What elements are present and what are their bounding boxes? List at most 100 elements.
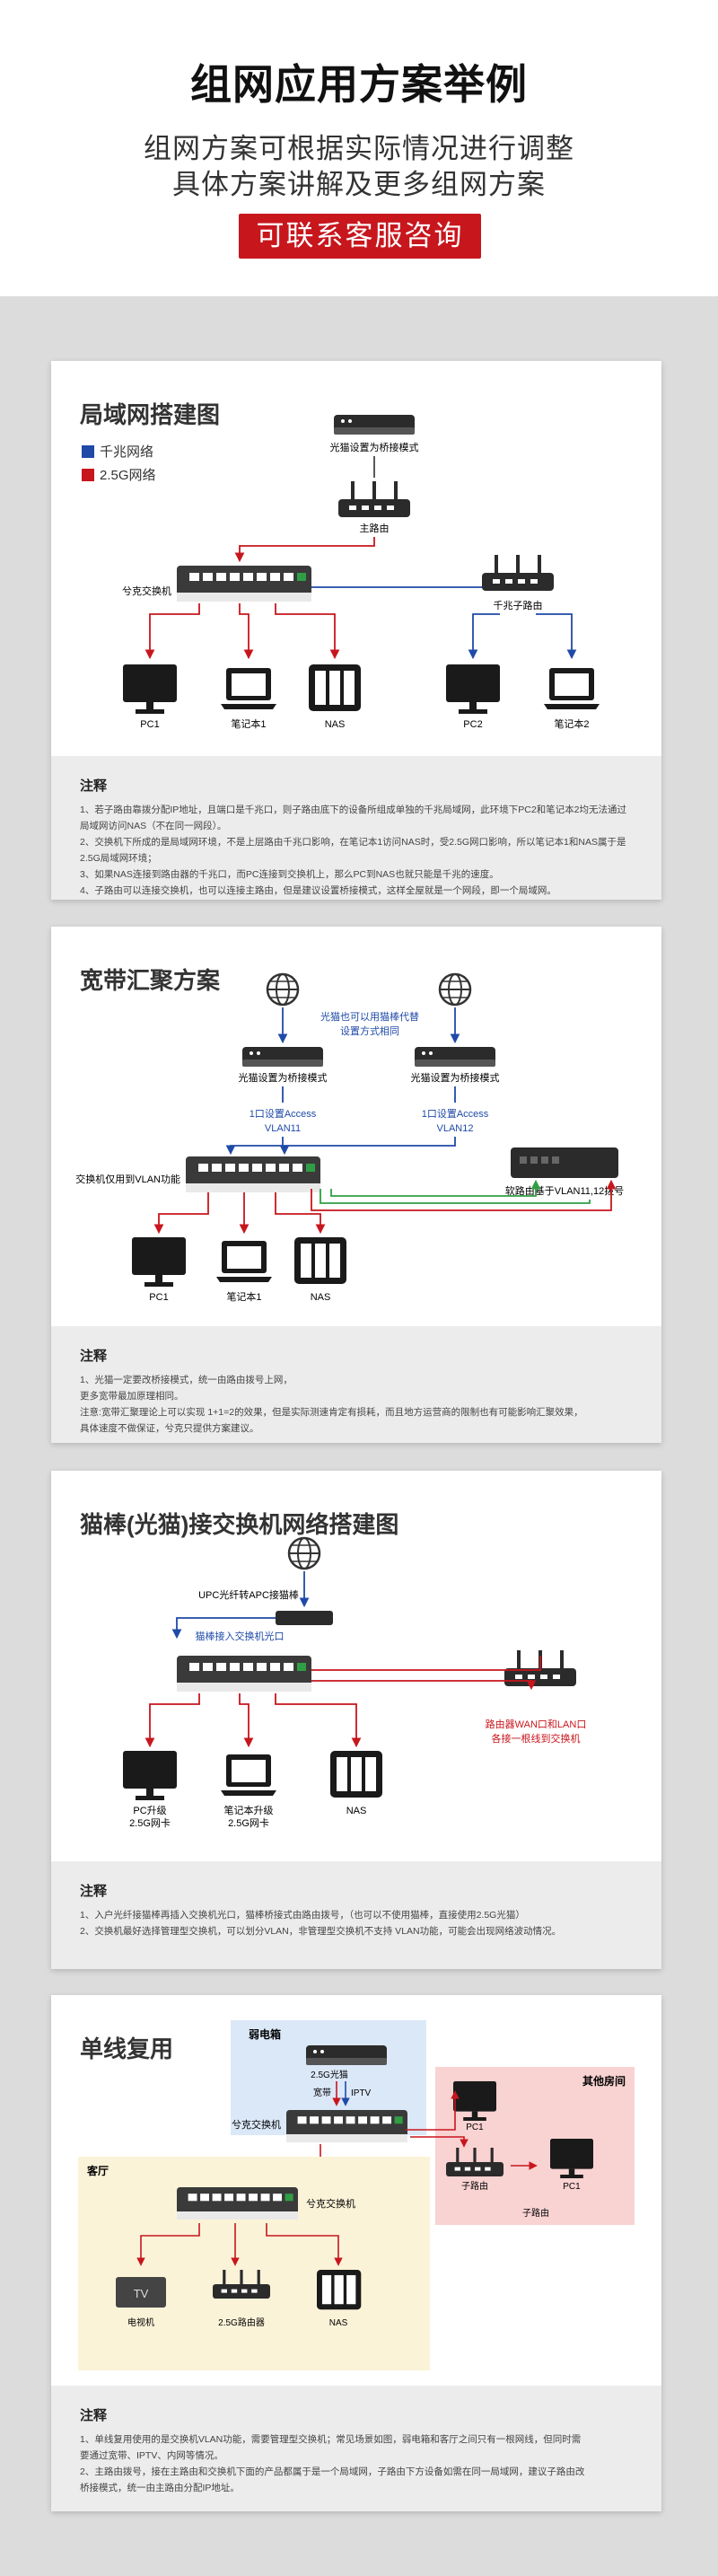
section-title-lan: 局域网搭建图 xyxy=(80,401,221,428)
legend-25g-swatch xyxy=(82,469,94,481)
switch-top-label: 兮克交换机 xyxy=(232,2118,281,2131)
lan-diagram: 千兆网络 2.5G网络 光猫设置为桥接模式 主路由 兮克交换机 千兆子路由 PC… xyxy=(82,415,600,730)
pc1-label: PC1 xyxy=(140,719,159,730)
notes-title: 注释 xyxy=(80,778,108,794)
pc2-label: PC2 xyxy=(463,719,482,730)
pc-label-2: 2.5G网卡 xyxy=(129,1817,171,1829)
pc1-label: PC1 xyxy=(149,1292,168,1303)
stick-icon xyxy=(276,1611,333,1625)
legend-25g: 2.5G网络 xyxy=(100,468,156,483)
pc-icon xyxy=(123,1751,177,1800)
pc-label-1: PC升级 xyxy=(133,1805,166,1816)
broadband-aggregation-card: 宽带汇聚方案 光猫也可以用猫棒代替 设置方式相同 光猫设置为桥接模式 光猫设置为… xyxy=(51,927,661,1443)
pc2-icon xyxy=(446,664,500,714)
note-line: 2、交换机下所成的是局域网环境，不是上层路由千兆口影响，在笔记本1访问NAS时，… xyxy=(80,837,626,864)
nas-icon xyxy=(330,1751,382,1798)
blue-note-2: 设置方式相同 xyxy=(340,1024,399,1037)
link-switch-pc1 xyxy=(153,1192,209,1235)
sub-router-label: 子路由 xyxy=(461,2180,488,2192)
broadband-label: 宽带 xyxy=(313,2087,331,2098)
link-vlan12-switch xyxy=(279,1137,456,1156)
section-title-single-line: 单线复用 xyxy=(80,2035,174,2062)
link-switch-nas xyxy=(275,1693,362,1748)
section-title-broadband: 宽带汇聚方案 xyxy=(80,967,221,994)
switch-top-icon xyxy=(286,2110,407,2142)
link-switch-nas xyxy=(275,1192,326,1235)
laptop-label-1: 笔记本升级 xyxy=(224,1804,274,1816)
soft-router-label: 软路由基于VLAN11,12拨号 xyxy=(505,1184,624,1197)
switch-icon xyxy=(177,566,311,602)
notes-lan: 注释 1、若子路由靠拨分配IP地址，且端口是千兆口，则子路由底下的设备所组成单独… xyxy=(51,756,661,900)
router-note-2: 各接一根线到交换机 xyxy=(492,1732,581,1745)
tv-label: 电视机 xyxy=(127,2317,154,2328)
modem2-label: 光猫设置为桥接模式 xyxy=(411,1071,500,1084)
switch-label: 交换机仅用到VLAN功能 xyxy=(75,1173,180,1185)
link-switch-laptop xyxy=(239,1693,254,1748)
modem2-icon xyxy=(415,1047,495,1067)
link-switch-router-1 xyxy=(311,1656,541,1671)
modem1-icon xyxy=(242,1047,323,1067)
vlan11-note-2: VLAN11 xyxy=(265,1123,301,1134)
modem-icon xyxy=(306,2045,387,2065)
vlan12-note-1: 1口设置Access xyxy=(422,1108,489,1120)
laptop1-icon xyxy=(221,668,276,709)
iptv-label: IPTV xyxy=(351,2088,372,2098)
laptop1-label: 笔记本1 xyxy=(231,717,266,730)
switch-bottom-icon xyxy=(177,2187,298,2220)
internet-globe-icon xyxy=(438,972,472,1007)
internet-globe-icon xyxy=(287,1536,321,1570)
sub-router-caption: 子路由 xyxy=(522,2207,549,2219)
link-router-switch xyxy=(234,537,375,563)
link-vlan11-switch xyxy=(225,1137,284,1156)
internet-globe-icon xyxy=(266,972,300,1007)
notes-broadband: 注释 1、光猫一定要改桥接模式，统一由路由拨号上网， 更多宽带最加原理相同。 注… xyxy=(51,1326,661,1443)
modem-label: 2.5G光猫 xyxy=(311,2069,348,2080)
laptop1-icon xyxy=(216,1241,272,1282)
link-switch-nas xyxy=(275,603,340,660)
laptop2-icon xyxy=(544,668,600,709)
main-router-icon xyxy=(337,479,412,519)
nas-label: NAS xyxy=(325,719,346,730)
link-switch-softrouter-green-2 xyxy=(330,1179,541,1197)
vlan11-note-1: 1口设置Access xyxy=(250,1108,317,1120)
nas-label: NAS xyxy=(346,1806,367,1816)
note-line: 1、单线复用使用的是交换机VLAN功能，需要管理型交换机；常见场景如图，弱电箱和… xyxy=(80,2434,582,2445)
legend-gigabit-swatch xyxy=(82,445,94,458)
note-line: 要通过宽带、IPTV、内网等情况。 xyxy=(80,2450,223,2461)
lan-setup-card: 局域网搭建图 千兆网络 2.5G网络 光猫设置为桥接模式 主路由 兮克交换机 千… xyxy=(51,361,661,900)
link-switch-nas xyxy=(266,2223,343,2266)
laptop-icon xyxy=(221,1754,276,1796)
switch-label: 兮克交换机 xyxy=(122,585,171,597)
notes-stick: 注释 1、入户光纤接猫棒再插入交换机光口，猫棒桥接式由路由拨号，（也可以不使用猫… xyxy=(51,1861,661,1969)
link-subrouter-laptop2 xyxy=(536,613,577,660)
notes-single-line: 注释 1、单线复用使用的是交换机VLAN功能，需要管理型交换机；常见场景如图，弱… xyxy=(51,2386,661,2511)
link-subrouter-pc2 xyxy=(468,613,500,660)
link-switch-softrouter-red xyxy=(311,1179,617,1211)
nas-icon xyxy=(317,2270,362,2310)
laptop-label-2: 2.5G网卡 xyxy=(228,1817,269,1829)
vlan12-note-2: VLAN12 xyxy=(437,1123,474,1134)
legend-gigabit: 千兆网络 xyxy=(100,444,153,460)
note-line: 1、入户光纤接猫棒再插入交换机光口，猫棒桥接式由路由拨号，（也可以不使用猫棒，直… xyxy=(80,1910,525,1921)
living-room-label: 客厅 xyxy=(86,2164,109,2177)
pc1-icon xyxy=(132,1237,186,1287)
notes-title: 注释 xyxy=(80,2408,108,2423)
laptop1-label: 笔记本1 xyxy=(226,1290,261,1303)
onu-label: UPC光纤转APC接猫棒 xyxy=(198,1588,299,1601)
sub-router-icon xyxy=(480,553,556,593)
stick-note: 猫棒接入交换机光口 xyxy=(196,1630,285,1642)
nas-label: NAS xyxy=(329,2318,348,2328)
link-switch-softrouter-green xyxy=(320,1189,591,1204)
note-line: 桥接模式，统一由主路由分配IP地址。 xyxy=(80,2483,240,2493)
contact-service-button[interactable]: 可联系客服咨询 xyxy=(239,214,481,259)
tv-icon-glyph: TV xyxy=(134,2287,149,2300)
pc1-label: PC1 xyxy=(466,2123,484,2132)
note-line: 注意:宽带汇聚理论上可以实现 1+1=2的效果，但是实际测速肯定有损耗，而且地方… xyxy=(80,1407,583,1418)
other-room-label: 其他房间 xyxy=(582,2074,626,2088)
laptop2-label: 笔记本2 xyxy=(554,717,589,730)
link-switch-tv xyxy=(136,2223,200,2266)
soft-router-icon xyxy=(511,1147,618,1178)
link-switch-router-2 xyxy=(311,1680,537,1691)
page-subtitle-2: 具体方案讲解及更多组网方案 xyxy=(172,169,546,200)
tv-icon xyxy=(116,2277,166,2308)
